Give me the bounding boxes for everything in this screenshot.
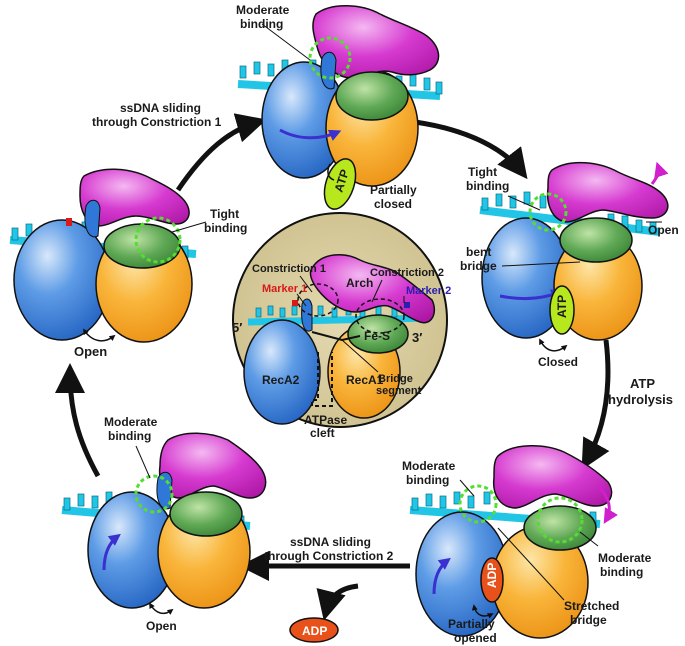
center-bridge-label-1: Bridge [378, 373, 413, 385]
center-bridge-label-2: segment [376, 385, 422, 397]
right-upper-closed-label: Closed [538, 355, 578, 369]
fes-domain [347, 314, 409, 354]
right-lower-binding-left-label-2: binding [406, 473, 449, 487]
cycle-arrows [55, 113, 611, 621]
top-nucleotide-label: ATP [331, 168, 351, 194]
left-lower-status-label: Open [146, 619, 177, 633]
right-lower-bridge-label-1: Stretched [564, 599, 619, 613]
center-arch-label: Arch [346, 276, 373, 290]
center-constriction1-label: Constriction 1 [252, 263, 326, 275]
top-atp-blob [323, 158, 357, 210]
state-left-lower: Moderate binding Open [61, 415, 267, 633]
state-left-upper: Tight binding Open [9, 168, 247, 359]
center-three-prime-label: 3′ [412, 330, 422, 345]
state-right-upper: ATP Tight binding Open bent bridge Close… [460, 161, 679, 369]
right-upper-binding-label-2: binding [466, 179, 509, 193]
transition-right-label-1: ATP [630, 376, 655, 391]
right-lower-status-label-2: opened [454, 631, 497, 645]
left-upper-marker-glyph [66, 218, 72, 226]
center-panel: Constriction 1 Constriction 2 Arch Marke… [232, 212, 451, 440]
center-reca1-label: RecA1 [346, 373, 384, 387]
center-five-prime-label: 5′ [232, 320, 242, 335]
right-lower-nucleotide-label: ADP [485, 563, 499, 588]
left-upper-binding-label-2: binding [204, 221, 247, 235]
right-lower-status-label-1: Partially [448, 617, 495, 631]
right-lower-adp-blob [480, 557, 504, 603]
left-upper-status-label: Open [74, 344, 107, 359]
right-upper-atp-blob [549, 285, 575, 335]
transition-bottom-label-2: through Constriction 2 [264, 549, 394, 563]
center-constriction2-label: Constriction 2 [370, 267, 444, 279]
right-upper-binding-label-1: Tight [468, 165, 497, 179]
left-lower-binding-label-2: binding [108, 429, 151, 443]
arrow-to-left-upper [55, 363, 101, 478]
center-reca2-label: RecA2 [262, 373, 300, 387]
arrow-adp-release [316, 583, 359, 621]
right-lower-binding-left-label-1: Moderate [402, 459, 456, 473]
arch-domain [309, 254, 436, 324]
released-adp-blob [289, 617, 339, 643]
right-upper-bridge-label-2: bridge [460, 259, 497, 273]
center-atpase-label-1: ATPase [304, 413, 347, 427]
arrow-to-right-upper [414, 119, 528, 180]
right-upper-bridge-label-1: bent [466, 245, 491, 259]
center-marker2-label: Marker 2 [406, 285, 451, 297]
state-right-lower: ADP Moderate binding Moderate binding Pa… [402, 445, 652, 645]
top-binding-label-2: binding [240, 17, 283, 31]
center-marker1-label: Marker 1 [262, 283, 307, 295]
right-lower-bridge-label-2: bridge [570, 613, 607, 627]
top-binding-label-1: Moderate [236, 3, 290, 17]
right-upper-nucleotide-label: ATP [555, 295, 569, 318]
arrow-to-top [175, 113, 267, 192]
state-top: ATP Moderate binding Partially closed [236, 3, 443, 211]
right-lower-binding-right-label-1: Moderate [598, 551, 652, 565]
left-upper-binding-label-1: Tight [210, 207, 239, 221]
center-fes-label: Fe-S [364, 329, 390, 343]
left-lower-binding-label-1: Moderate [104, 415, 158, 429]
top-status-label-2: closed [374, 197, 412, 211]
marker2-glyph [404, 302, 410, 308]
transition-top-left-label-2: through Constriction 1 [92, 115, 222, 129]
center-atpase-label-2: cleft [310, 426, 335, 440]
right-upper-open-label: Open [648, 223, 679, 237]
released-adp-label: ADP [302, 624, 327, 638]
transition-top-left-label-1: ssDNA sliding [120, 101, 201, 115]
transition-bottom-label-1: ssDNA sliding [290, 535, 371, 549]
marker1-glyph [292, 300, 298, 306]
right-lower-binding-right-label-2: binding [600, 565, 643, 579]
transition-right-label-2: hydrolysis [608, 392, 673, 407]
top-status-label-1: Partially [370, 183, 417, 197]
arrow-to-right-lower [581, 339, 611, 470]
reca2-domain [243, 319, 321, 425]
